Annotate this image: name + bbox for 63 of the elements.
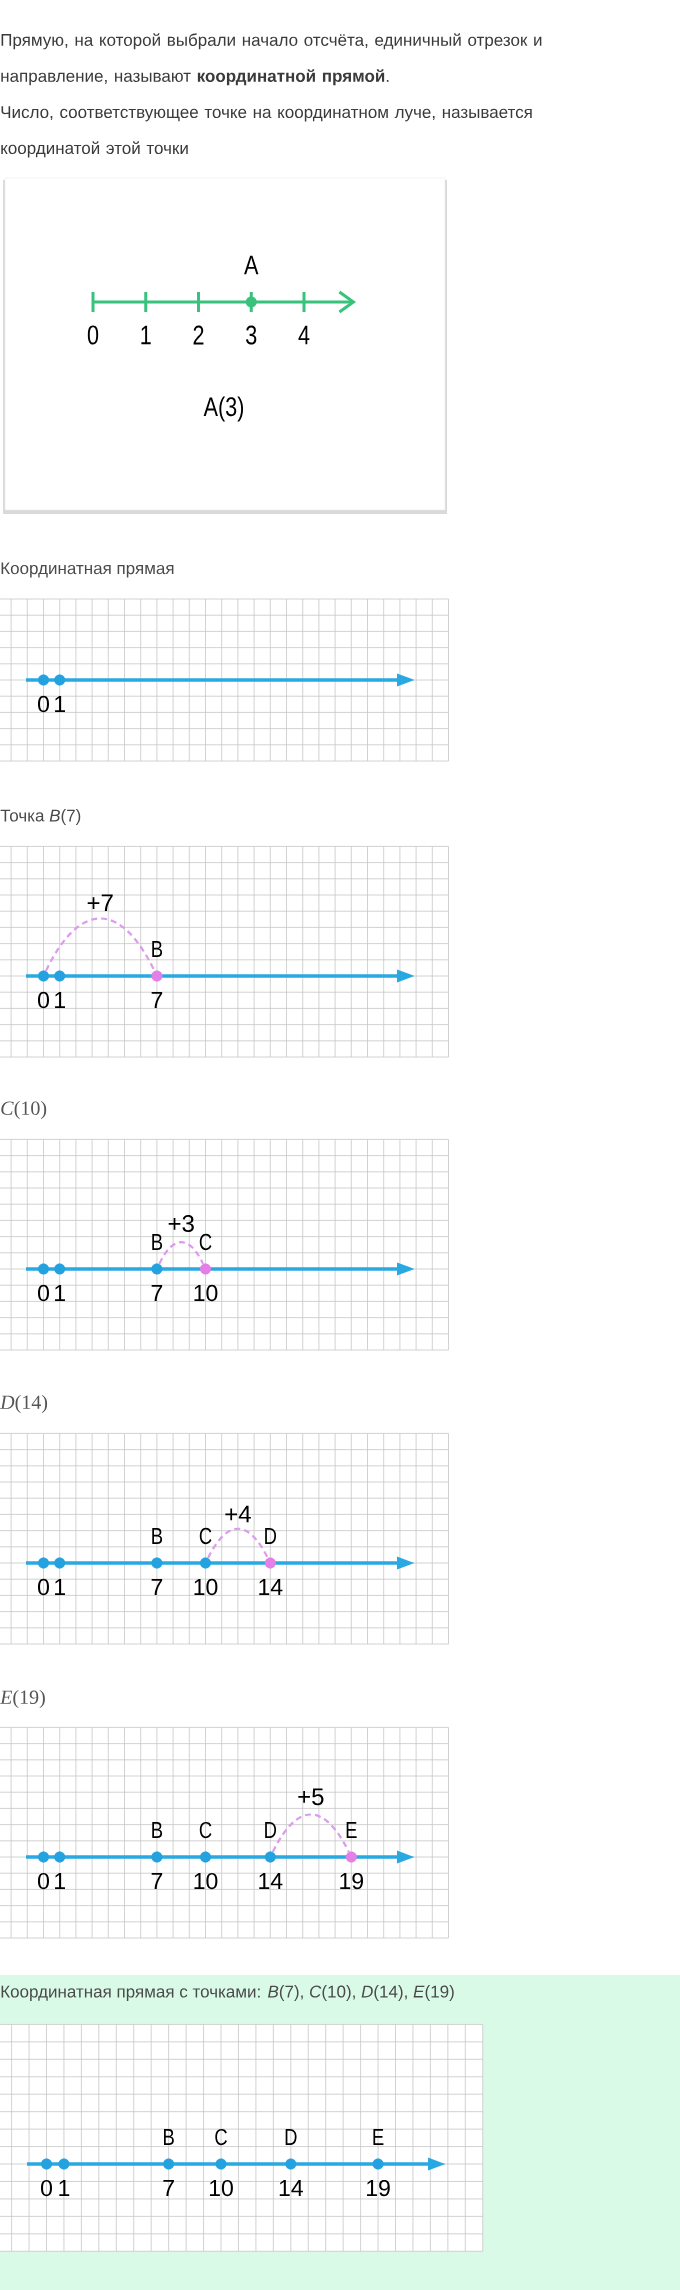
jump-label: +5 [298,1788,324,1806]
section-heading: Координатная прямая с точками: B(7), C(10), D(14), E(19) [1,1985,454,2001]
tick-number: 4 [298,325,310,345]
definition-text: Прямую, на которой выбрали начало отсчёта, единичный отрезок и направление, называют координатной прямой. [1,33,542,86]
tick-number: 3 [246,325,257,345]
coordinate-number: 14 [259,1579,283,1595]
jump-arc [271,1813,350,1853]
point-letter: C [215,2128,227,2146]
point-letter: B [152,941,163,957]
jump-arc [207,1527,269,1559]
tick-number: 1 [141,325,151,345]
coordinate-number: 1 [55,1285,65,1301]
jump-label: +4 [225,1505,251,1523]
point-letter: D [265,1528,277,1544]
coordinate-number: 7 [151,992,163,1008]
point-letter: E [373,2129,384,2145]
section-heading: Точка B(7) [0,809,81,825]
coordinate-number: 14 [259,1873,283,1889]
coordinate-number: 1 [55,696,65,712]
point-letter: B [164,2129,174,2145]
section-heading: D(14) [0,1394,48,1414]
jump-arc [45,917,156,972]
section-heading: E(19) [0,1689,45,1709]
coordinate-number: 1 [55,992,65,1008]
point-letter: C [199,1821,212,1839]
coordinate-number: 0 [38,1872,49,1890]
coordinate-number: 10 [194,1284,218,1302]
coordinate-number: 10 [194,1578,218,1596]
point-letter: D [265,1822,277,1838]
section-heading: C(10) [1,1100,47,1120]
coordinate-number: 10 [209,2179,233,2197]
coordinate-number: 7 [163,2180,174,2196]
point-letter: B [152,1822,163,1838]
point-letter: C [199,1233,212,1251]
jump-label: +7 [87,894,113,911]
coordinate-number: 19 [367,2179,390,2197]
coordinate-number: 19 [340,1872,363,1890]
point-letter: E [346,1822,357,1838]
coordinate-number: 7 [151,1285,163,1301]
coordinate-number: 7 [151,1873,163,1889]
coordinate-number: 10 [194,1872,218,1890]
coordinate-number: 0 [38,1284,49,1302]
point-letter: D [285,2129,297,2145]
jump-arc [158,1241,205,1265]
coordinate-number: 14 [279,2180,303,2196]
coordinate-number: 0 [41,2179,52,2197]
point-letter: B [152,1234,163,1250]
jump-label: +3 [168,1215,194,1232]
coordinate-number: 7 [151,1579,163,1595]
tick-number: 0 [87,325,99,345]
tick-number: 2 [193,325,204,345]
coordinate-number: 1 [55,1579,65,1595]
coordinate-number: 0 [38,1578,49,1596]
point-letter: B [152,1528,163,1544]
definition-text: Число, соответствующее точке на координатном луче, называется координатой этой точки [1,106,532,158]
coordinate-number: 0 [38,991,49,1009]
coordinate-number: 1 [59,2180,70,2196]
point-notation: A(3) [203,396,244,422]
point-letter: A [244,255,259,275]
point-letter: C [199,1527,212,1545]
coordinate-number: 1 [55,1873,65,1889]
section-heading: Координатная прямая [1,562,174,578]
coordinate-number: 0 [38,695,49,713]
